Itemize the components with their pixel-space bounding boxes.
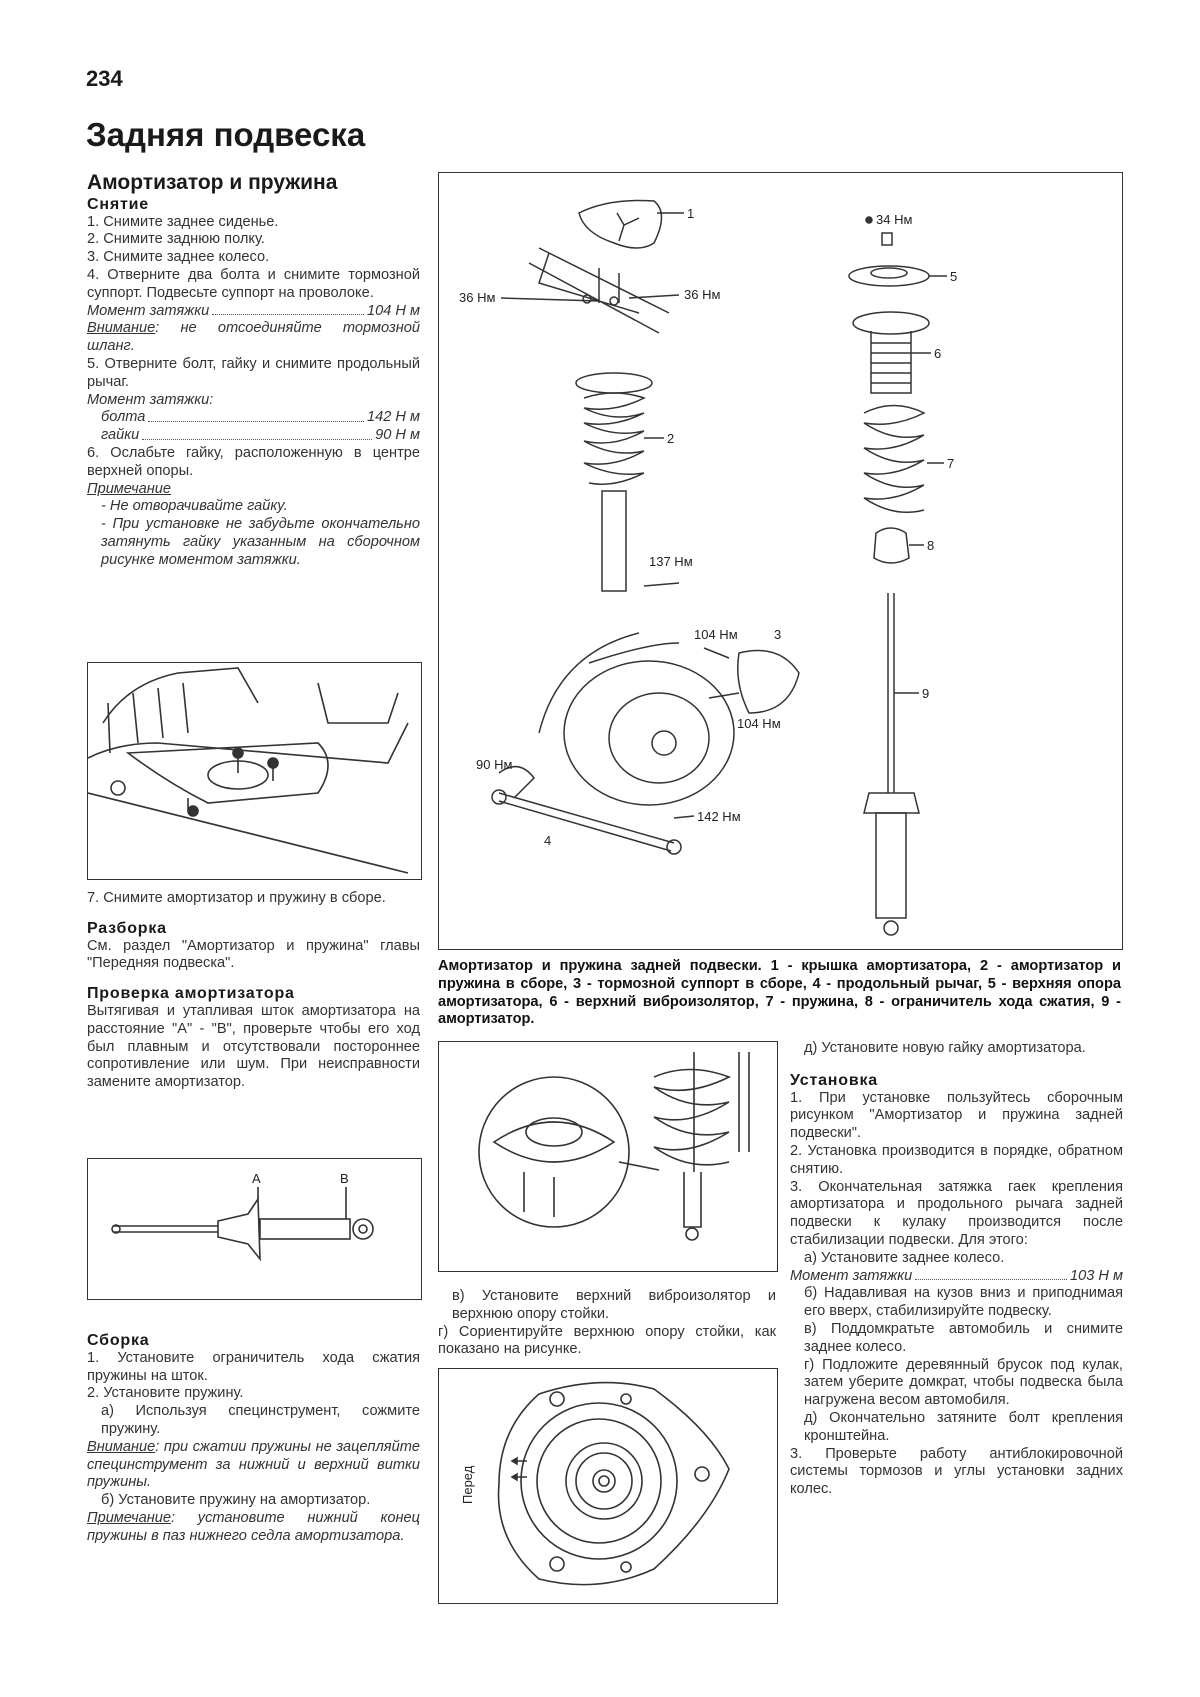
- removal-step-4: 4. Отверните два болта и снимите тормозн…: [87, 266, 420, 301]
- torque-nut-label: гайки: [101, 427, 140, 444]
- warning-label: Внимание: [87, 320, 156, 337]
- note-item-1: - Не отворачивайте гайку.: [101, 498, 288, 515]
- warning-label: Внимание: [87, 1438, 156, 1455]
- removal-heading: Снятие: [87, 195, 149, 213]
- installation-section: д) Установите новую гайку амортизатора. …: [790, 1040, 1123, 1499]
- main-figure-caption: Амортизатор и пружина задней подвески. 1…: [438, 958, 1121, 1028]
- disassembly-section: 7. Снимите амортизатор и пружину в сборе…: [87, 890, 420, 1092]
- torque-bolt-label: болта: [101, 409, 146, 426]
- torque-label-36-left: 36 Нм: [459, 290, 495, 305]
- installation-step-4: 3. Проверьте работу антиблокировочной си…: [790, 1445, 1123, 1498]
- assembly-step-2g: г) Сориентируйте верхнюю опору стойки, к…: [438, 1323, 776, 1358]
- torque-label-104-top: 104 Нм: [694, 627, 738, 642]
- part-label-5: 5: [950, 269, 957, 284]
- removal-step-6: 6. Ослабьте гайку, расположенную в центр…: [87, 444, 420, 479]
- installation-step-3a: а) Установите заднее колесо.: [804, 1249, 1005, 1266]
- torque-label: Момент затяжки: [790, 1267, 913, 1284]
- installation-step-2: 2. Установка производится в порядке, обр…: [790, 1142, 1123, 1177]
- torque-nut: гайки 90 Н м: [87, 427, 420, 445]
- torque-label-137: 137 Нм: [649, 554, 693, 569]
- page-number: 234: [86, 66, 123, 91]
- removal-step-2: 2. Снимите заднюю полку.: [87, 231, 265, 248]
- assembly-section: Сборка 1. Установите ограничитель хода с…: [87, 1322, 420, 1546]
- figure-spring-seat: [438, 1041, 778, 1272]
- torque-label-34: 34 Нм: [876, 212, 912, 227]
- figure-rear-shelf-mount: [87, 662, 422, 880]
- removal-step-5: 5. Отверните болт, гайку и снимите продо…: [87, 355, 420, 390]
- part-label-8: 8: [927, 538, 934, 553]
- removal-step-3: 3. Снимите заднее колесо.: [87, 249, 270, 266]
- removal-step-1: 1. Снимите заднее сиденье.: [87, 213, 279, 230]
- torque-bolt-value: 142 Н м: [366, 409, 420, 426]
- installation-step-3v: в) Поддомкратьте автомобиль и снимите за…: [804, 1320, 1123, 1355]
- figure-shock-travel: A B: [87, 1158, 422, 1300]
- assembly-step-1: 1. Установите ограничитель хода сжатия п…: [87, 1349, 420, 1384]
- figure-rear-suspension-exploded: 1 36 Нм 36 Нм 2 137 Нм 104 Нм 3 104 Нм 9…: [438, 172, 1123, 950]
- note-label: Примечание: [87, 1509, 172, 1526]
- assembly-heading: Сборка: [87, 1332, 150, 1349]
- part-label-6: 6: [934, 346, 941, 361]
- note-label: Примечание: [87, 480, 172, 497]
- assembly-step-2b: б) Установите пружину на амортизатор.: [101, 1492, 371, 1509]
- installation-step-3: 3. Окончательная затяжка гаек крепления …: [790, 1178, 1123, 1248]
- assembly-step-2: 2. Установите пружину.: [87, 1385, 244, 1402]
- installation-torque: Момент затяжки 103 Н м: [790, 1268, 1123, 1286]
- torque-label-142: 142 Нм: [697, 809, 741, 824]
- assembly-warning: Внимание: при сжатии пружины не зацепляй…: [87, 1439, 420, 1492]
- chapter-title: Задняя подвеска: [86, 116, 366, 153]
- assembly-step-2d: д) Установите новую гайку амортизатора.: [804, 1040, 1086, 1056]
- torque-value: 103 Н м: [1069, 1267, 1123, 1284]
- installation-heading: Установка: [790, 1071, 878, 1089]
- warning-text: : не отсоединяйте тормозной шланг.: [87, 320, 420, 355]
- torque-nut-value: 90 Н м: [375, 427, 420, 444]
- part-label-7: 7: [947, 456, 954, 471]
- part-label-2: 2: [667, 431, 674, 446]
- assembly-steps-vg: в) Установите верхний виброизолятор и ве…: [438, 1288, 776, 1359]
- label-a: A: [252, 1171, 261, 1186]
- torque-label-90: 90 Нм: [476, 757, 512, 772]
- installation-step-3d: д) Окончательно затяните болт крепления …: [804, 1409, 1123, 1444]
- disassembly-text: См. раздел "Амортизатор и пружина" главы…: [87, 937, 420, 972]
- part-label-9: 9: [922, 686, 929, 701]
- warning-text: : при сжатии пружины не зацепляйте специ…: [87, 1438, 420, 1491]
- torque-label-104-bottom: 104 Нм: [737, 716, 781, 731]
- part-label-4: 4: [544, 833, 551, 848]
- check-heading: Проверка амортизатора: [87, 985, 295, 1003]
- installation-step-3b: б) Надавливая на кузов вниз и приподнима…: [804, 1285, 1123, 1320]
- torque-label-36-right: 36 Нм: [684, 287, 720, 302]
- note-item-2: - При установке не забудьте окончательно…: [101, 516, 420, 568]
- torque-value: 104 Н м: [366, 302, 420, 319]
- installation-step-3g: г) Подложите деревянный брусок под кулак…: [804, 1356, 1123, 1409]
- warning-note: Внимание: не отсоединяйте тормозной шлан…: [87, 320, 420, 356]
- note-text: : установите нижний конец пружины в паз …: [87, 1509, 420, 1544]
- torque-label-2: Момент затяжки:: [87, 391, 214, 408]
- assembly-note: Примечание: установите нижний конец пруж…: [87, 1510, 420, 1546]
- torque-label: Момент затяжки: [87, 302, 210, 319]
- check-text: Вытягивая и утапливая шток амортизатора …: [87, 1002, 420, 1091]
- part-label-1: 1: [687, 206, 694, 221]
- torque-spec: Момент затяжки 104 Н м: [87, 303, 420, 321]
- assembly-step-2a: а) Используя специнструмент, сожмите пру…: [101, 1403, 420, 1437]
- disassembly-heading: Разборка: [87, 919, 167, 937]
- part-label-3: 3: [774, 627, 781, 642]
- front-label: Перед: [460, 1465, 475, 1504]
- installation-step-1: 1. При установке пользуйтесь сборочным р…: [790, 1089, 1123, 1142]
- removal-section: Амортизатор и пружина Снятие 1. Снимите …: [87, 171, 420, 570]
- label-b: B: [340, 1171, 349, 1186]
- torque-bolt: болта 142 Н м: [87, 409, 420, 427]
- assembly-step-2v: в) Установите верхний виброизолятор и ве…: [452, 1288, 776, 1322]
- removal-step-7: 7. Снимите амортизатор и пружину в сборе…: [87, 890, 386, 906]
- section-title: Амортизатор и пружина: [87, 171, 338, 194]
- figure-upper-mount-orientation: Перед: [438, 1368, 778, 1604]
